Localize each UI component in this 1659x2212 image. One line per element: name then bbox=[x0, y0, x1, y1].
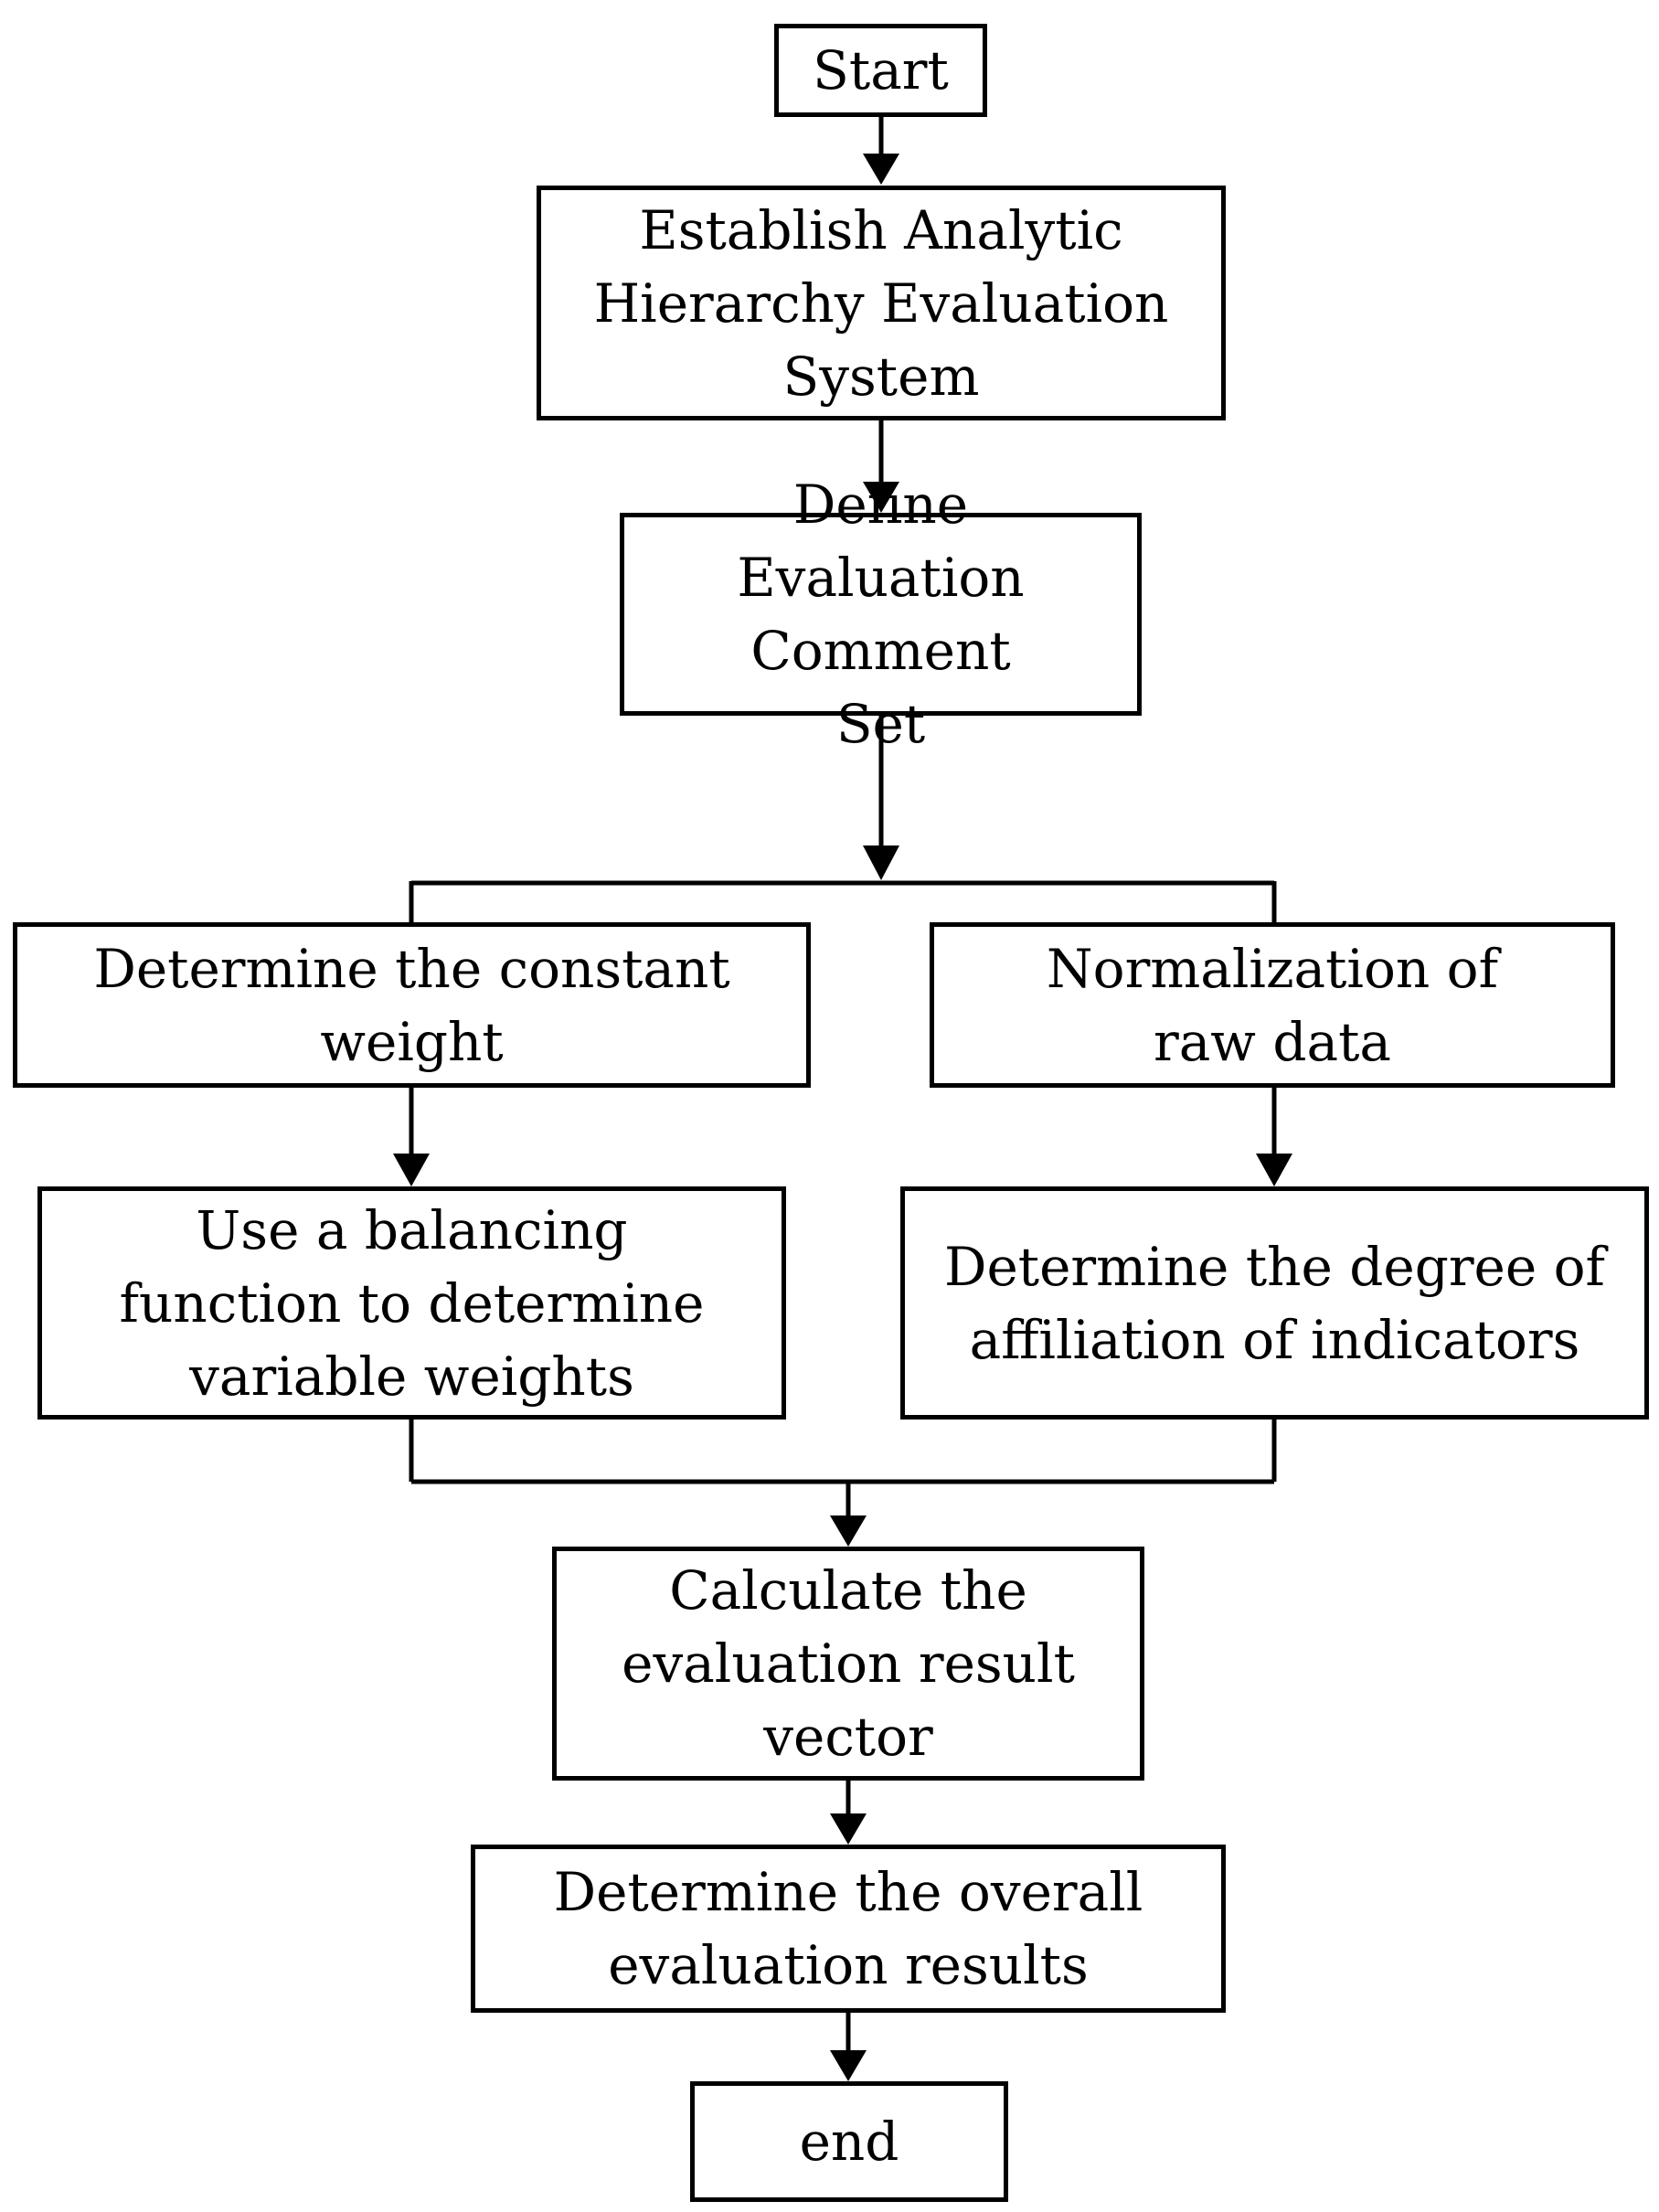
affiliation-node: Determine the degree of affiliation of i… bbox=[900, 1186, 1649, 1420]
arrowhead-calculate-overall bbox=[830, 1813, 867, 1845]
affiliation-node-label: Determine the degree of affiliation of i… bbox=[943, 1235, 1606, 1371]
arrowhead-constant-balancing bbox=[393, 1154, 430, 1186]
calculate-node-label: Calculate the evaluation result vector bbox=[622, 1559, 1075, 1768]
balancing-node-label: Use a balancing function to determine va… bbox=[119, 1198, 705, 1408]
start-node-label: Start bbox=[813, 39, 949, 101]
establish-node-label: Establish Analytic Hierarchy Evaluation … bbox=[593, 198, 1169, 408]
establish-node: Establish Analytic Hierarchy Evaluation … bbox=[537, 186, 1226, 420]
arrowhead-merge-calculate bbox=[830, 1515, 867, 1547]
start-node: Start bbox=[774, 24, 987, 117]
end-node-label: end bbox=[799, 2111, 899, 2173]
arrowhead-establish-define bbox=[863, 482, 899, 513]
arrowhead-overall-end bbox=[830, 2050, 867, 2081]
constant-weight-node-label: Determine the constant weight bbox=[93, 937, 730, 1073]
end-node: end bbox=[690, 2081, 1008, 2202]
arrowhead-start-establish bbox=[863, 154, 899, 185]
overall-node-label: Determine the overall evaluation results bbox=[553, 1861, 1143, 1996]
constant-weight-node: Determine the constant weight bbox=[13, 922, 811, 1088]
normalization-node-label: Normalization of raw data bbox=[1046, 937, 1499, 1073]
define-node-label: Define Evaluation Comment Set bbox=[737, 473, 1025, 755]
balancing-node: Use a balancing function to determine va… bbox=[37, 1186, 786, 1420]
arrowhead-define-split bbox=[863, 845, 899, 880]
overall-node: Determine the overall evaluation results bbox=[471, 1845, 1226, 2013]
normalization-node: Normalization of raw data bbox=[930, 922, 1615, 1088]
define-node: Define Evaluation Comment Set bbox=[620, 473, 1142, 755]
calculate-node: Calculate the evaluation result vector bbox=[552, 1547, 1144, 1781]
arrowhead-normalization-affiliation bbox=[1256, 1154, 1292, 1186]
